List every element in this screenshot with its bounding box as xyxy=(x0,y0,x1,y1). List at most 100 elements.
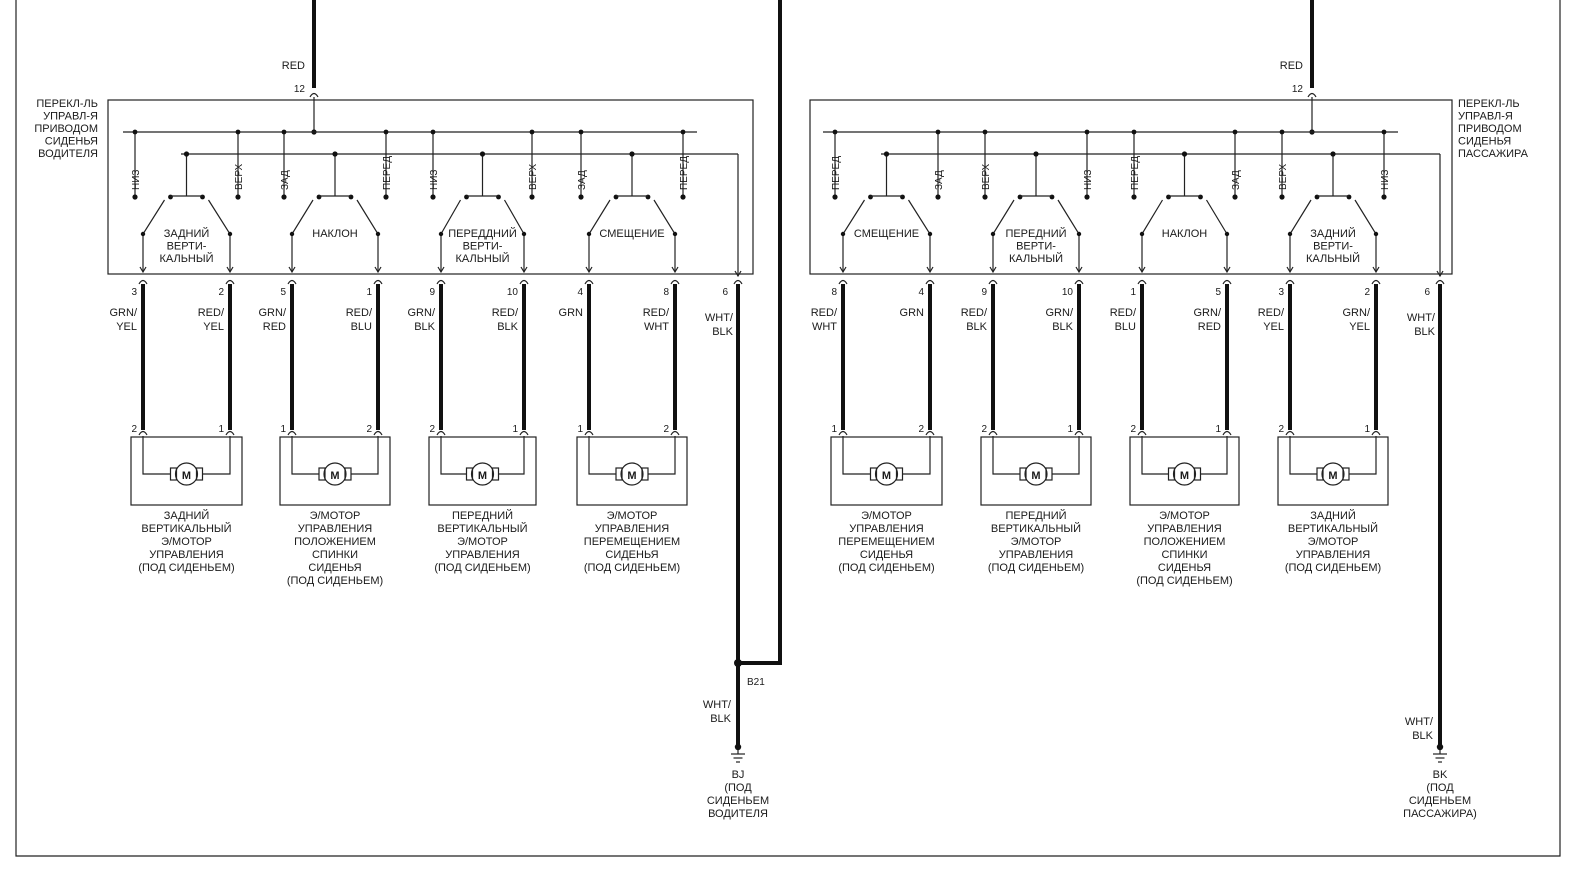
motor-caption: ПЕРЕМЕЩЕНИЕМ xyxy=(838,536,934,548)
motor-pin: 1 xyxy=(577,424,583,435)
arrow-icon xyxy=(1286,266,1294,274)
ground-label: СИДЕНЬЕМ xyxy=(1409,795,1471,807)
motor-internal xyxy=(902,436,931,475)
function-label: КАЛЬНЫЙ xyxy=(159,252,213,265)
motor-brush xyxy=(1193,467,1202,481)
ground-crossover-wire xyxy=(738,0,782,665)
wire-color: RED/ xyxy=(811,307,838,319)
motor-caption: Э/МОТОР xyxy=(310,510,361,522)
wire-color: RED/ xyxy=(198,307,225,319)
motor-caption: (ПОД СИДЕНЬЕМ) xyxy=(838,562,934,574)
supply-connector xyxy=(1307,92,1317,98)
pin-connector xyxy=(1137,279,1147,285)
motor-connector xyxy=(670,430,680,436)
wires-layer xyxy=(15,0,1561,857)
motor-internal xyxy=(291,436,319,475)
pivot xyxy=(1287,231,1293,237)
wire-color: WHT/ xyxy=(705,312,734,324)
arrow-icon xyxy=(1436,270,1444,278)
pin-number: 5 xyxy=(1215,287,1221,298)
motor-caption: ЗАДНИЙ xyxy=(164,509,210,522)
motor-caption: СПИНКИ xyxy=(312,549,358,561)
motor-caption: Э/МОТОР xyxy=(1011,536,1062,548)
motor-caption: СИДЕНЬЯ xyxy=(605,549,658,561)
contact xyxy=(348,194,354,200)
bus-node xyxy=(430,129,436,135)
arrow-icon xyxy=(437,266,445,274)
motor-brush xyxy=(895,467,904,481)
motor-connector xyxy=(373,430,383,436)
motor-caption: (ПОД СИДЕНЬЕМ) xyxy=(1136,575,1232,587)
pin-number: 6 xyxy=(1424,287,1430,298)
bus-node xyxy=(1181,151,1188,157)
pivot xyxy=(227,231,233,237)
position-label: НИЗ xyxy=(429,170,440,190)
motor-brush xyxy=(1019,467,1027,481)
ground-label: BK xyxy=(1433,769,1448,781)
motor-internal xyxy=(992,436,1020,475)
contact xyxy=(1131,194,1137,200)
bus-node xyxy=(680,129,686,135)
motor-pin: 1 xyxy=(218,424,224,435)
pin-number: 9 xyxy=(981,287,987,298)
motor-brush xyxy=(491,467,500,481)
contact xyxy=(1198,194,1203,200)
contact xyxy=(132,194,138,200)
motor-internal xyxy=(842,436,871,475)
bus-node xyxy=(479,151,486,157)
position-label: ВЕРХ xyxy=(1278,163,1289,190)
ground-node xyxy=(734,743,742,751)
position-label: ПЕРЕД xyxy=(382,156,393,190)
motor-connector xyxy=(1074,430,1084,436)
wire-color: GRN/ xyxy=(1194,307,1222,319)
pivot xyxy=(140,231,146,237)
pin-number: 4 xyxy=(918,287,924,298)
switch-title: СИДЕНЬЯ xyxy=(1458,136,1511,148)
motor-brush xyxy=(1167,467,1176,481)
pivot xyxy=(586,231,592,237)
wire-color: BLU xyxy=(351,321,372,333)
wire-color: RED/ xyxy=(1110,307,1137,319)
contact xyxy=(578,194,584,200)
switch-title: ПЕРЕКЛ-ЛЬ xyxy=(1458,98,1520,110)
contact xyxy=(1314,194,1320,200)
pivot xyxy=(1076,231,1082,237)
motor-symbol: M xyxy=(478,470,487,482)
bus-node xyxy=(1033,151,1039,157)
pin-connector xyxy=(1222,279,1232,285)
arrow-icon xyxy=(989,266,997,274)
contact xyxy=(496,194,501,200)
contact xyxy=(1232,194,1238,200)
motor-internal xyxy=(440,436,467,475)
motor-pin: 1 xyxy=(1067,424,1073,435)
motor-brush xyxy=(169,467,178,481)
wire-color: BLK xyxy=(414,321,435,333)
motor-symbol: M xyxy=(1180,470,1189,482)
bus-node xyxy=(935,129,941,135)
motor-pin: 1 xyxy=(280,424,286,435)
motor-connector xyxy=(519,430,529,436)
bus-node xyxy=(281,129,287,135)
pin-number: 6 xyxy=(722,287,728,298)
ground-label: BJ xyxy=(732,769,745,781)
pin-connector xyxy=(519,279,529,285)
contact xyxy=(316,194,322,200)
pin-number: 1 xyxy=(366,287,372,298)
motor-internal xyxy=(1289,436,1317,475)
motor-icon xyxy=(874,462,899,486)
motor-symbol: M xyxy=(1328,470,1337,482)
ground-label: ВОДИТЕЛЯ xyxy=(708,808,768,820)
bus-node xyxy=(383,129,389,135)
bus-node xyxy=(235,129,241,135)
ground-label: (ПОД xyxy=(724,782,752,794)
ground-label: СИДЕНЬЕМ xyxy=(707,795,769,807)
pin-number: 5 xyxy=(280,287,286,298)
motor-caption: (ПОД СИДЕНЬЕМ) xyxy=(988,562,1084,574)
bus-node xyxy=(982,129,988,135)
wire-color: GRN/ xyxy=(1046,307,1074,319)
pin-number: 10 xyxy=(507,287,519,298)
wire-color: GRN/ xyxy=(1343,307,1371,319)
motor-symbol: M xyxy=(1031,470,1040,482)
motor-box xyxy=(1277,436,1389,506)
